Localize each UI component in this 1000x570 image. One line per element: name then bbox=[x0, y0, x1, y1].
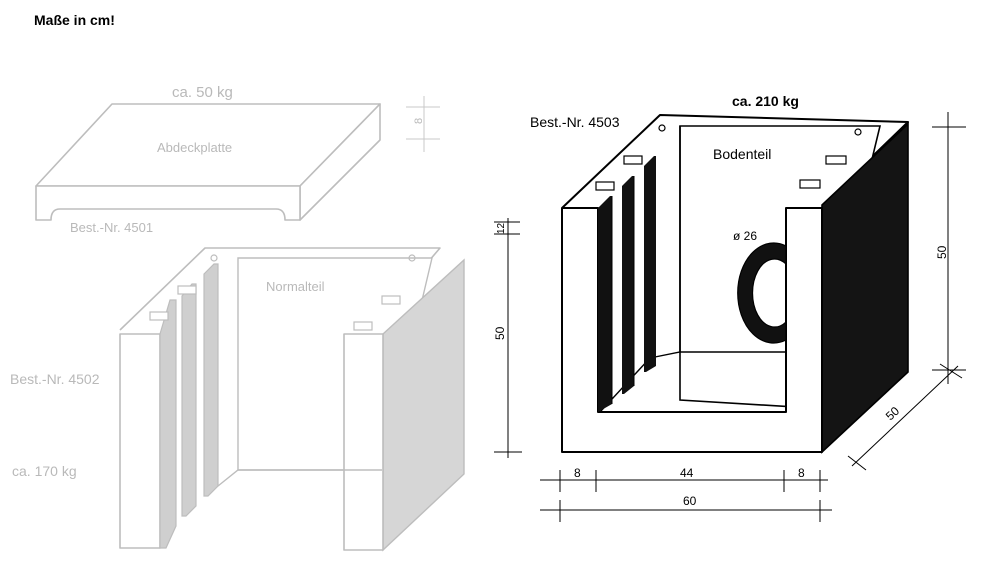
bottom-part-order-no: Best.-Nr. 4503 bbox=[530, 114, 620, 130]
normal-part-weight: ca. 170 kg bbox=[12, 463, 77, 479]
cover-plate-weight: ca. 50 kg bbox=[172, 84, 233, 101]
height-label: 50 bbox=[493, 326, 507, 340]
opening-diameter-label: ø 26 bbox=[733, 229, 757, 243]
normal-part-left-wall bbox=[119, 333, 161, 549]
wall-right-label: 8 bbox=[798, 466, 805, 480]
wall-left-label: 8 bbox=[574, 466, 581, 480]
normal-part-drawing bbox=[119, 247, 465, 552]
depth-dim-line bbox=[851, 365, 959, 467]
cover-plate-name: Abdeckplatte bbox=[157, 140, 232, 155]
bottom-part-weight: ca. 210 kg bbox=[732, 93, 799, 109]
total-width-label: 60 bbox=[683, 494, 697, 508]
normal-part-name: Normalteil bbox=[266, 279, 325, 294]
floor-thickness-label: 12 bbox=[496, 222, 507, 234]
height-right-label: 50 bbox=[935, 245, 949, 259]
cover-plate-front bbox=[35, 185, 301, 221]
pipe-opening bbox=[737, 242, 787, 344]
cover-plate-drawing: 8 bbox=[35, 96, 440, 221]
bottom-part-drawing bbox=[561, 114, 909, 454]
bottom-part-dimensions bbox=[494, 112, 966, 522]
bottom-part-name: Bodenteil bbox=[713, 146, 771, 162]
normal-part-order-no: Best.-Nr. 4502 bbox=[10, 371, 100, 387]
inner-width-label: 44 bbox=[680, 466, 694, 480]
depth-label: 50 bbox=[883, 404, 903, 424]
normal-part-right-wall bbox=[343, 333, 384, 551]
cover-plate-order-no: Best.-Nr. 4501 bbox=[70, 220, 153, 235]
cover-thickness-label: 8 bbox=[413, 118, 425, 124]
units-note: Maße in cm! bbox=[34, 12, 115, 28]
